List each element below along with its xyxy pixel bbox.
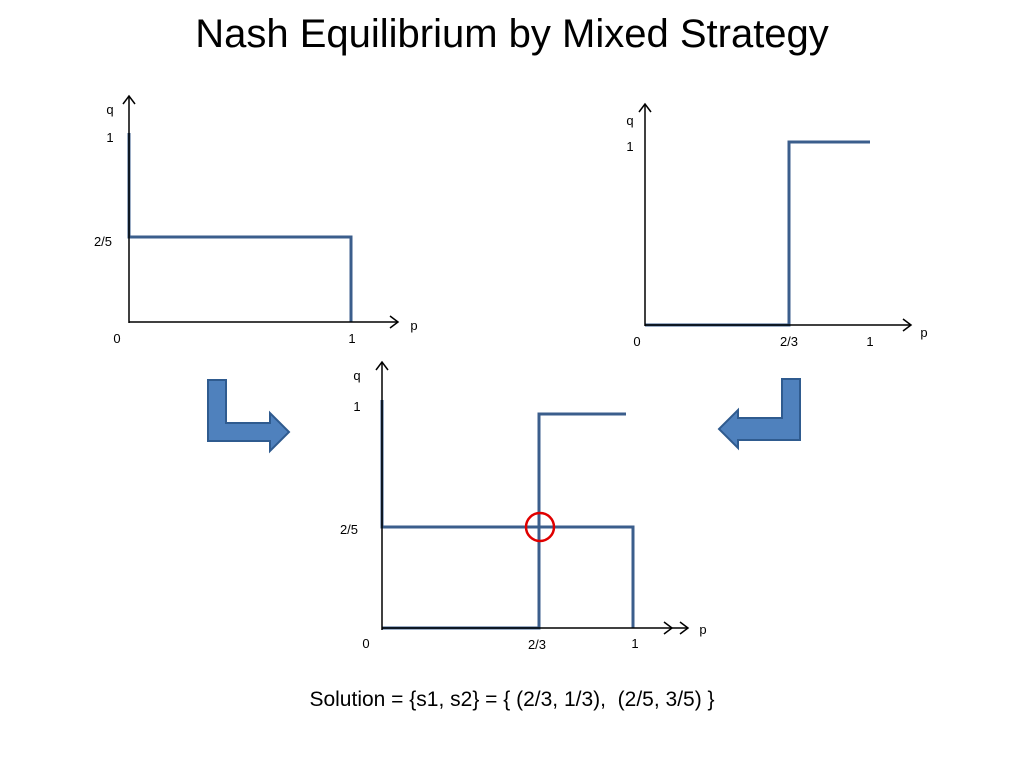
best-response-line-2-combined [382,412,626,630]
x-tick-2-3: 2/3 [780,334,798,349]
arrow-down-left-icon [717,378,801,451]
x-tick-0: 0 [633,334,640,349]
x-tick-1: 1 [866,334,873,349]
best-response-line-1-combined [380,400,635,628]
y-tick-1: 1 [626,139,633,154]
y-tick-1: 1 [106,130,113,145]
x-tick-1: 1 [631,636,638,651]
axes-bottom [375,360,690,635]
y-tick-1: 1 [353,399,360,414]
x-tick-0: 0 [362,636,369,651]
axes-top-right [638,102,913,332]
slide-title: Nash Equilibrium by Mixed Strategy [195,12,829,56]
arrow-down-right-icon [207,379,291,454]
y-tick-2-5: 2/5 [94,234,112,249]
y-axis-label: q [626,113,633,128]
y-tick-2-5: 2/5 [340,522,358,537]
graph-bottom: q p 1 2/5 0 2/3 1 [340,360,707,652]
x-tick-0: 0 [113,331,120,346]
solution-text: Solution = {s1, s2} = { (2/3, 1/3), (2/5… [309,688,715,711]
best-response-line-1 [127,133,353,322]
y-axis-label: q [353,368,360,383]
y-axis-label: q [106,102,113,117]
x-axis-label: p [410,318,417,333]
x-axis-label: p [920,325,927,340]
x-tick-1: 1 [348,331,355,346]
equilibrium-circle [524,511,556,543]
graph-top-right: q p 1 0 2/3 1 [626,102,928,349]
x-axis-label: p [699,622,706,637]
best-response-line-2 [645,140,870,327]
axes-top-left [122,94,400,329]
graph-top-left: q p 1 2/5 0 1 [94,94,418,346]
x-tick-2-3: 2/3 [528,637,546,652]
